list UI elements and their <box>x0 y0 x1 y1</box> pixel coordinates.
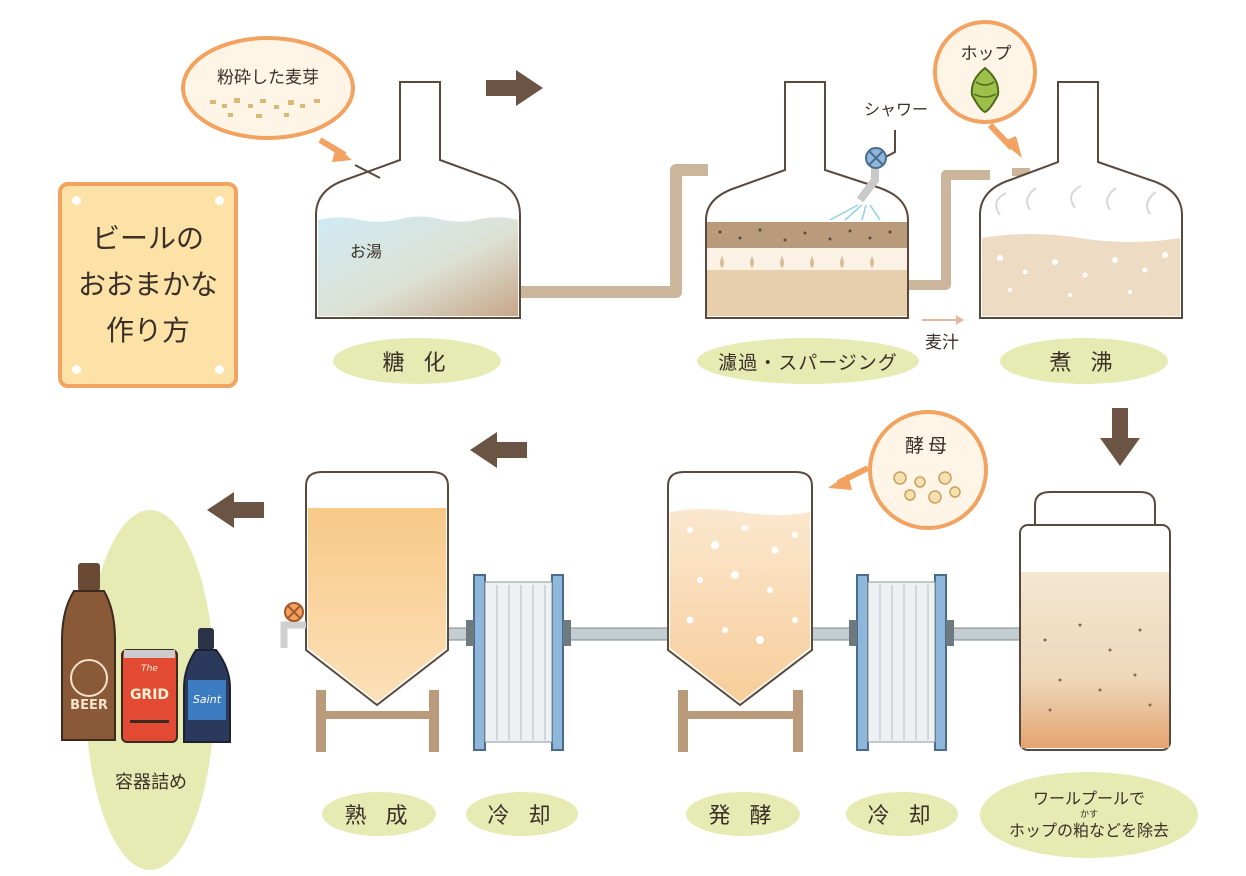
hot-water-label: お湯 <box>349 242 382 261</box>
yeast-cells <box>893 471 961 504</box>
whirlpool-tank <box>1019 491 1171 751</box>
lauter-drops <box>720 256 874 268</box>
board-screw <box>72 196 81 205</box>
malt-arrow <box>318 137 352 162</box>
boil-steam <box>995 185 1157 216</box>
pipe-mash-to-lauter <box>520 164 708 298</box>
fermentation-tank <box>667 471 813 752</box>
step-whirlpool: ワールプールで かす ホップの粕などを除去 <box>980 772 1198 858</box>
whirlpool-sediment <box>1043 623 1152 712</box>
beer-bottle-1 <box>61 563 116 741</box>
flow-arrow-left-1 <box>470 432 527 468</box>
step-cooling-2: 冷 却 <box>846 792 958 836</box>
fermentation-bubbles <box>686 525 798 644</box>
maturation-tank <box>305 471 449 752</box>
malt-callout <box>181 36 355 140</box>
shower-label: シャワー <box>863 100 928 119</box>
step-boiling: 煮 沸 <box>1000 338 1168 384</box>
bottle-label-beer: BEER <box>70 697 108 713</box>
beer-bottle-2 <box>183 628 231 743</box>
heat-exchanger-2 <box>849 574 954 751</box>
yeast-callout <box>868 410 988 530</box>
step-packaging: 容器詰め <box>115 772 187 793</box>
tap-valve-icon <box>284 602 304 622</box>
lauter-grain-specks <box>718 228 892 242</box>
malt-grains <box>210 98 320 118</box>
bottle-label-saint: Saint <box>192 692 222 706</box>
step-filtration-sparging: 濾過・スパージング <box>697 338 919 384</box>
board-screw <box>215 365 224 374</box>
wort-label: 麦汁 <box>925 332 959 353</box>
page-title: ビールの おおまかな 作り方 <box>77 222 218 347</box>
lauter-tun <box>705 81 909 319</box>
flow-arrow-right <box>486 70 543 106</box>
step-fermentation: 発 酵 <box>686 792 800 836</box>
step-saccharification: 糖 化 <box>333 338 501 384</box>
flow-arrow-down <box>1100 408 1140 466</box>
step-maturation: 熟 成 <box>322 792 436 836</box>
boil-bubbles <box>997 252 1168 297</box>
beer-can <box>121 649 178 743</box>
title-board: ビールの おおまかな 作り方 <box>58 182 238 388</box>
shower-valve-icon <box>865 147 887 169</box>
yeast-label: 酵母 <box>904 434 951 457</box>
whirlpool-ruby: かす <box>1079 810 1098 820</box>
tap-pipe <box>280 621 306 648</box>
whirlpool-line1: ワールプールで <box>1032 789 1145 808</box>
can-label-top: The <box>141 664 158 674</box>
board-screw <box>72 365 81 374</box>
step-cooling-1: 冷 却 <box>466 792 578 836</box>
heat-exchanger-1 <box>466 574 571 751</box>
pipe-lauter-to-kettle <box>908 170 990 290</box>
malt-label: 粉砕した麦芽 <box>217 67 319 88</box>
hop-arrow <box>987 122 1022 158</box>
can-label-grid: GRID <box>129 687 170 703</box>
boil-kettle <box>979 81 1183 319</box>
whirlpool-line2: ホップの粕などを除去 <box>1008 821 1169 840</box>
flow-arrow-left-2 <box>207 492 264 528</box>
yeast-arrow <box>828 465 870 490</box>
board-screw <box>215 196 224 205</box>
wort-arrow <box>922 315 964 325</box>
hop-cone-icon <box>970 66 1000 114</box>
hop-label: ホップ <box>960 43 1012 64</box>
mash-tun <box>315 81 521 319</box>
